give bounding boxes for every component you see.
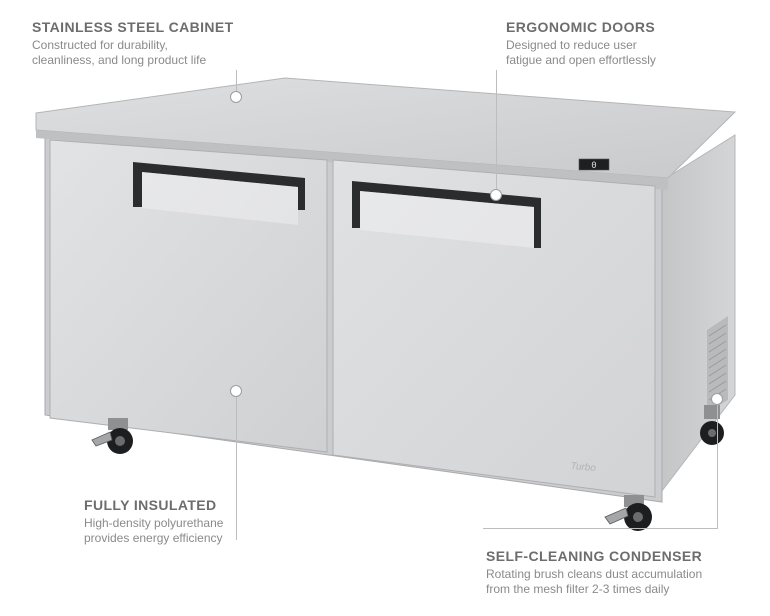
doors-callout-marker[interactable] [490,189,502,201]
condenser-callout: SELF-CLEANING CONDENSER Rotating brush c… [486,548,702,597]
condenser-callout-line-1: Rotating brush cleans dust accumulation [486,567,703,581]
condenser-callout-text: Rotating brush cleans dust accumulation … [486,567,702,597]
insulated-callout: FULLY INSULATED High-density polyurethan… [84,497,223,546]
cabinet-callout: STAINLESS STEEL CABINET Constructed for … [32,19,234,68]
doors-leader-line [496,70,497,194]
temperature-readout: 0 [591,161,596,171]
caster-front-left [91,418,133,454]
insulated-callout-text: High-density polyurethane provides energ… [84,516,223,546]
cabinet-leader-line [236,70,237,96]
condenser-leader-line-horizontal [483,528,718,529]
doors-callout: ERGONOMIC DOORS Designed to reduce user … [506,19,656,68]
insulated-callout-title: FULLY INSULATED [84,497,217,513]
temperature-display [578,158,610,171]
condenser-callout-marker[interactable] [711,393,723,405]
doors-callout-title: ERGONOMIC DOORS [506,19,656,35]
condenser-leader-line-vertical [717,403,718,528]
insulated-callout-line-2: provides energy efficiency [84,531,223,545]
cabinet-callout-title: STAINLESS STEEL CABINET [32,19,234,35]
condenser-callout-line-2: from the mesh filter 2-3 times daily [486,582,670,596]
left-door-handle [133,162,305,225]
right-door [332,159,656,498]
countertop [35,77,737,179]
insulated-leader-line [236,396,237,540]
condenser-callout-title: SELF-CLEANING CONDENSER [486,548,703,564]
caster-rear-right [700,405,724,445]
cabinet-callout-text: Constructed for durability, cleanliness,… [32,38,234,68]
cabinet-callout-line-1: Constructed for durability, [32,38,168,52]
insulated-callout-marker[interactable] [230,385,242,397]
doors-callout-line-1: Designed to reduce user [506,38,637,52]
cabinet-callout-line-2: cleanliness, and long product life [32,53,207,67]
doors-callout-line-2: fatigue and open effortlessly [506,53,656,67]
brand-logo: Turbo [570,461,597,474]
caster-front-right [604,495,652,531]
doors-callout-text: Designed to reduce user fatigue and open… [506,38,656,68]
insulated-callout-line-1: High-density polyurethane [84,516,224,530]
cabinet-callout-marker[interactable] [230,91,242,103]
